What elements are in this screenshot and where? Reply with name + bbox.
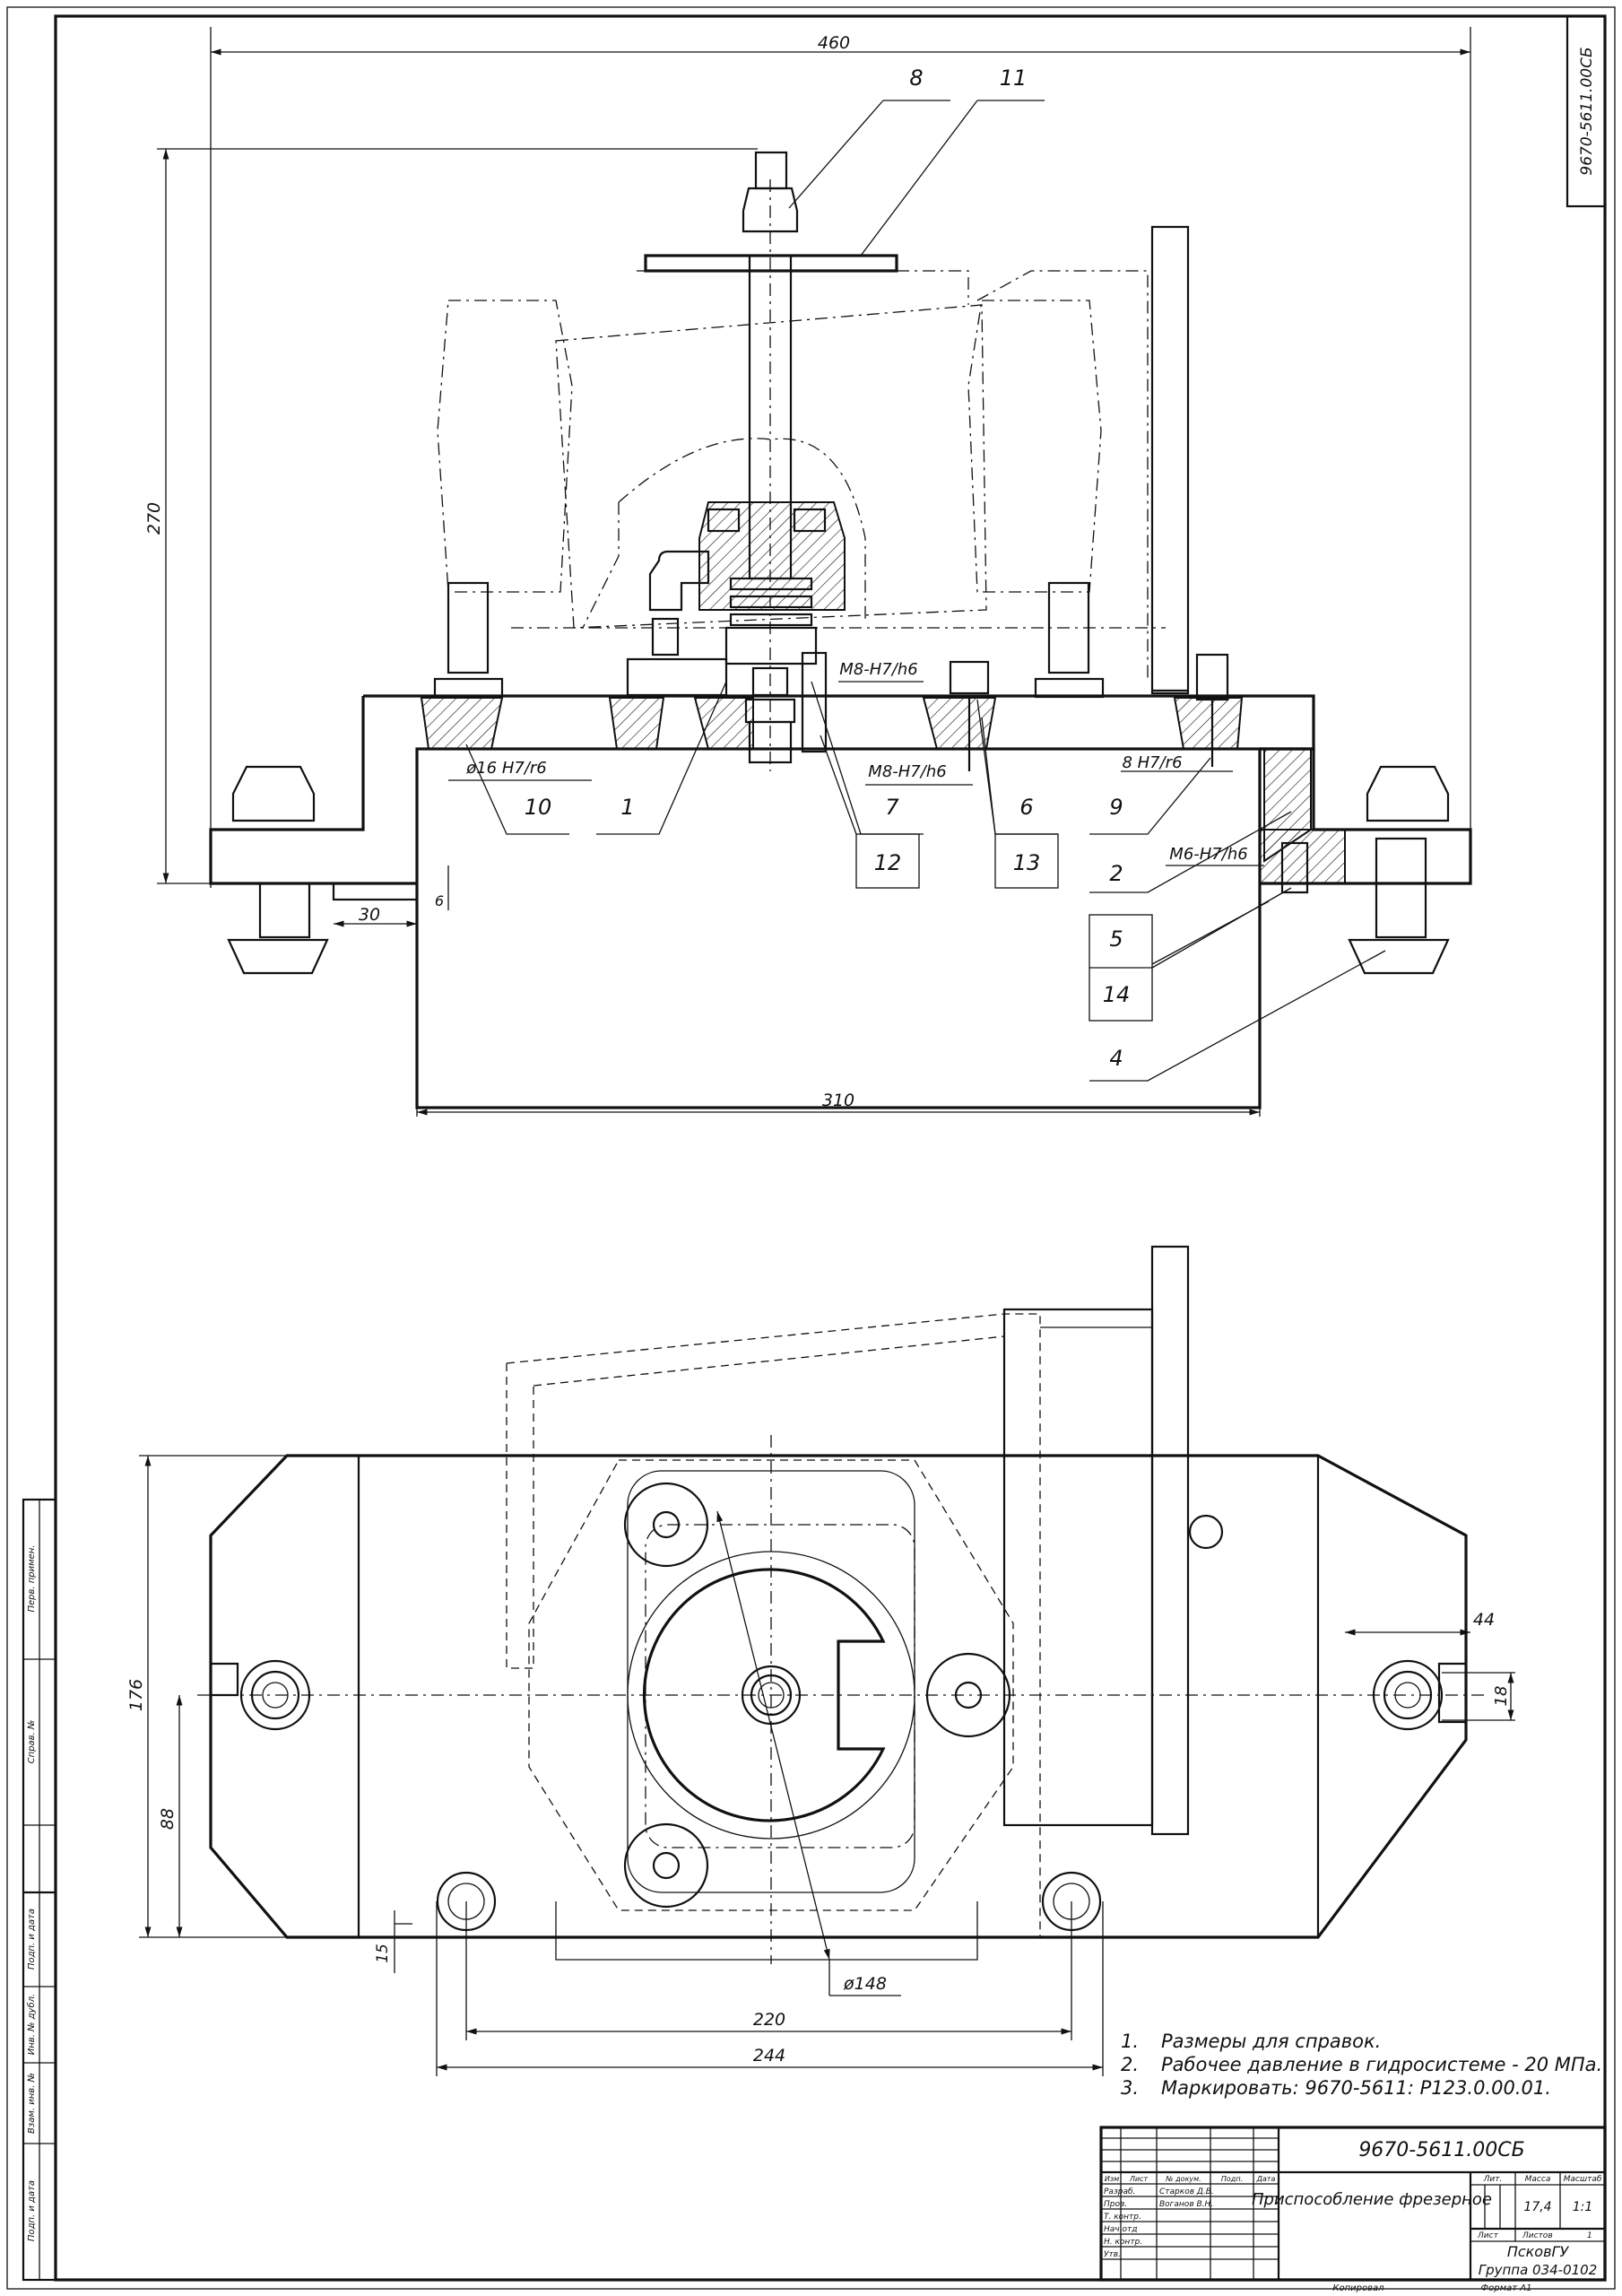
tb-mass: 17,4 xyxy=(1523,2200,1551,2214)
strip-label-3: Подп. и дата xyxy=(27,1909,37,1970)
plan-dimensions: 176 88 15 220 244 44 18 ø148 xyxy=(126,1455,1515,2076)
tb-role-razrab: Разраб. xyxy=(1104,2187,1135,2196)
tb-doc-code: 9670-5611.00СБ xyxy=(1358,2139,1524,2161)
tb-scale: 1:1 xyxy=(1573,2200,1593,2214)
tb-copied: Копировал xyxy=(1332,2283,1384,2293)
note-1-num: 1. xyxy=(1121,2031,1139,2052)
front-view xyxy=(209,151,1472,1109)
dim-220: 220 xyxy=(753,2010,785,2030)
fit-8: 8 H7/r6 xyxy=(1122,753,1182,772)
tb-col-izm: Изм xyxy=(1105,2175,1119,2183)
dim-18: 18 xyxy=(1492,1686,1511,1707)
fit-labels: ø16 H7/r6 M8-H7/h6 M8-H7/h6 8 H7/r6 M6-H… xyxy=(448,660,1264,866)
notes: 1. Размеры для справок. 2. Рабочее давле… xyxy=(1121,2031,1602,2099)
dim-244: 244 xyxy=(753,2046,785,2066)
dim-d148: ø148 xyxy=(843,1974,887,1994)
note-3-num: 3. xyxy=(1121,2077,1139,2099)
tb-role-utv: Утв. xyxy=(1104,2250,1121,2259)
tb-sheet-label: Лист xyxy=(1477,2231,1499,2240)
tb-scale-label: Масштаб xyxy=(1564,2175,1602,2184)
dim-88: 88 xyxy=(158,1808,178,1830)
note-2-text: Рабочее давление в гидросистеме - 20 МПа… xyxy=(1161,2054,1602,2075)
tb-group: Группа 034-0102 xyxy=(1479,2262,1598,2278)
title-block: Изм Лист № докум. Подп. Дата Разраб. Про… xyxy=(1099,2126,1607,2293)
balloon-2: 2 xyxy=(1109,861,1123,886)
dim-270: 270 xyxy=(144,502,164,535)
balloon-8: 8 xyxy=(909,65,923,91)
fit-m6: M6-H7/h6 xyxy=(1169,845,1247,864)
strip-label-4: Инв. № дубл. xyxy=(26,1994,37,2055)
fit-d16: ø16 H7/r6 xyxy=(465,759,547,778)
plan-view xyxy=(197,1245,1488,1996)
balloon-10: 10 xyxy=(525,795,552,820)
rotated-code-box: 9670-5611.00СБ xyxy=(1566,14,1607,208)
tb-sheets-label: Листов xyxy=(1522,2231,1553,2240)
dim-6: 6 xyxy=(435,892,444,909)
tb-title: Приспособление фрезерное xyxy=(1252,2190,1492,2209)
strip-label-1: Перв. примен. xyxy=(27,1544,37,1612)
strip-label-5: Взам. инв. № xyxy=(27,2073,37,2134)
dim-460: 460 xyxy=(818,33,850,53)
dim-44: 44 xyxy=(1473,1610,1495,1630)
note-3-text: Маркировать: 9670-5611: Р123.0.00.01. xyxy=(1161,2077,1551,2099)
tb-role-prov: Пров. xyxy=(1104,2200,1127,2209)
balloon-9: 9 xyxy=(1109,795,1123,820)
tb-lit-label: Лит. xyxy=(1483,2175,1503,2184)
strip-label-6: Подп. и дата xyxy=(27,2180,37,2241)
balloon-7: 7 xyxy=(885,795,899,820)
fit-m8-mid: M8-H7/h6 xyxy=(868,762,946,781)
balloon-4: 4 xyxy=(1109,1046,1123,1071)
tb-col-list: Лист xyxy=(1129,2175,1149,2183)
tb-mass-label: Масса xyxy=(1525,2175,1551,2184)
balloon-1: 1 xyxy=(620,795,634,820)
dim-30: 30 xyxy=(359,905,380,925)
balloon-5: 5 xyxy=(1109,926,1123,952)
tb-sheets-count: 1 xyxy=(1587,2231,1592,2240)
balloon-13: 13 xyxy=(1013,850,1041,875)
tb-org: ПсковГУ xyxy=(1507,2243,1570,2260)
balloon-11: 11 xyxy=(1000,65,1028,91)
note-2-num: 2. xyxy=(1121,2054,1139,2075)
fit-m8-top: M8-H7/h6 xyxy=(839,660,917,679)
note-1-text: Размеры для справок. xyxy=(1161,2031,1381,2052)
dim-176: 176 xyxy=(126,1679,146,1711)
dim-310: 310 xyxy=(822,1091,854,1110)
strip-label-2: Справ. № xyxy=(27,1720,37,1764)
tb-name-2: Воганов В.Н. xyxy=(1159,2200,1213,2209)
sheet-frame xyxy=(6,6,1616,2290)
tb-role-nachotd: Нач.отд xyxy=(1104,2225,1137,2234)
tb-format: Формат А1 xyxy=(1481,2283,1532,2293)
side-strip: Перв. примен. Справ. № Подп. и дата Инв.… xyxy=(22,1498,57,2282)
tb-col-sign: Подп. xyxy=(1221,2175,1243,2183)
dim-15: 15 xyxy=(374,1944,392,1963)
tb-col-date: Дата xyxy=(1256,2175,1276,2183)
rotated-doc-code: 9670-5611.00СБ xyxy=(1578,47,1596,175)
position-balloons: 8 11 10 1 7 6 9 12 13 2 5 14 4 xyxy=(465,65,1386,1082)
balloon-12: 12 xyxy=(874,850,902,875)
tb-role-nkontr: Н. контр. xyxy=(1104,2238,1142,2247)
tb-role-tkontr: Т. контр. xyxy=(1104,2213,1141,2222)
balloon-6: 6 xyxy=(1019,795,1033,820)
front-dimensions: 460 270 310 30 6 xyxy=(144,27,1471,1117)
tb-name-1: Старков Д.В. xyxy=(1159,2187,1214,2196)
tb-col-docnum: № докум. xyxy=(1165,2175,1201,2183)
balloon-14: 14 xyxy=(1103,982,1131,1007)
